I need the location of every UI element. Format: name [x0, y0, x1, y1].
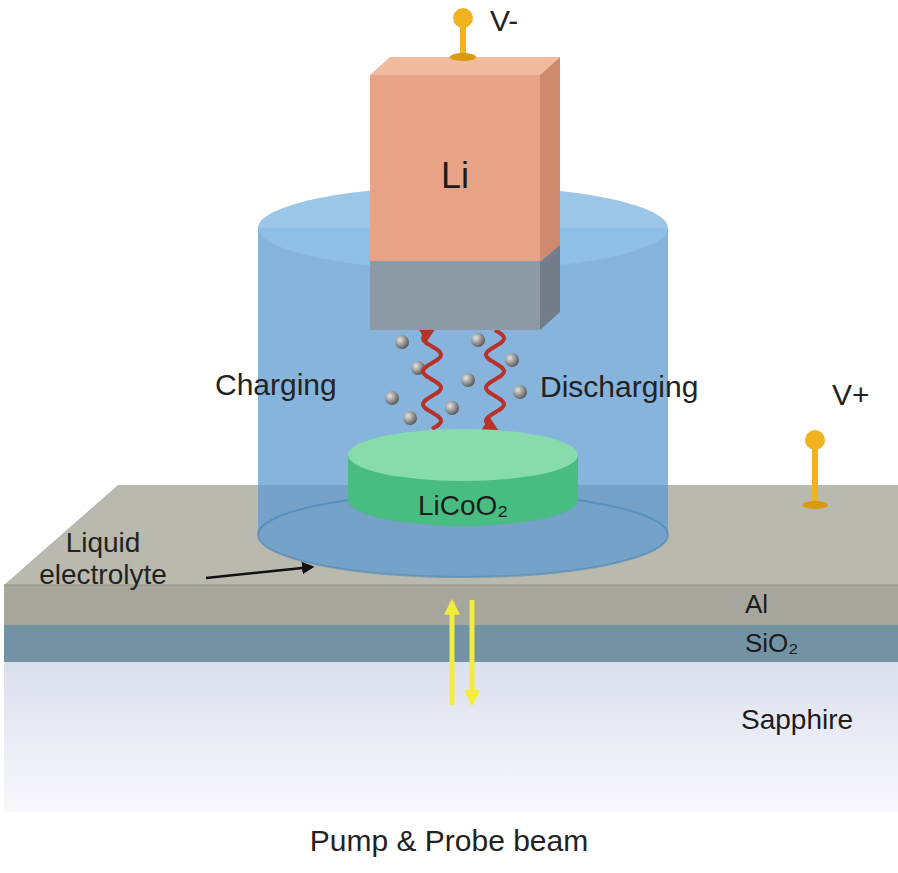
process-label: Discharging	[540, 370, 698, 405]
callout-label: Liquid electrolyte	[8, 527, 198, 591]
terminal-foot	[450, 53, 476, 61]
ion-flow-arrow	[486, 330, 504, 429]
ion-flow-arrow	[423, 330, 441, 429]
ion	[385, 391, 399, 405]
ion	[461, 373, 475, 387]
cathode-disk: LiCoO₂	[348, 429, 578, 526]
terminal-label: V-	[490, 4, 518, 39]
sapphire-substrate: Sapphire	[4, 662, 898, 812]
ion	[403, 411, 417, 425]
aluminum-layer: Al	[4, 585, 898, 625]
terminal-label: V+	[832, 378, 870, 413]
ion	[445, 401, 459, 415]
beam-arrow	[470, 600, 475, 703]
process-label: Charging	[215, 368, 337, 403]
part-label: Al	[745, 590, 768, 620]
lithium-ions	[385, 333, 527, 425]
part-label: SiO₂	[745, 629, 798, 659]
leader-arrow	[206, 567, 312, 578]
disk-top	[348, 429, 578, 481]
terminal-head	[453, 8, 473, 28]
part-label: Sapphire	[741, 704, 853, 736]
caption-label: Pump & Probe beam	[0, 824, 898, 859]
silica-layer: SiO₂	[4, 625, 898, 662]
ion	[505, 353, 519, 367]
beam-arrow	[450, 602, 455, 705]
electrode-side-immersed	[540, 245, 560, 330]
terminal-foot	[802, 501, 828, 509]
electrode-side-face	[540, 57, 560, 262]
ion	[513, 385, 527, 399]
ion	[471, 333, 485, 347]
part-label: LiCoO₂	[418, 490, 508, 522]
part-label: Li	[441, 155, 469, 196]
lithium-electrode: Li	[370, 75, 540, 330]
terminal-head	[805, 430, 825, 450]
ion	[395, 335, 409, 349]
